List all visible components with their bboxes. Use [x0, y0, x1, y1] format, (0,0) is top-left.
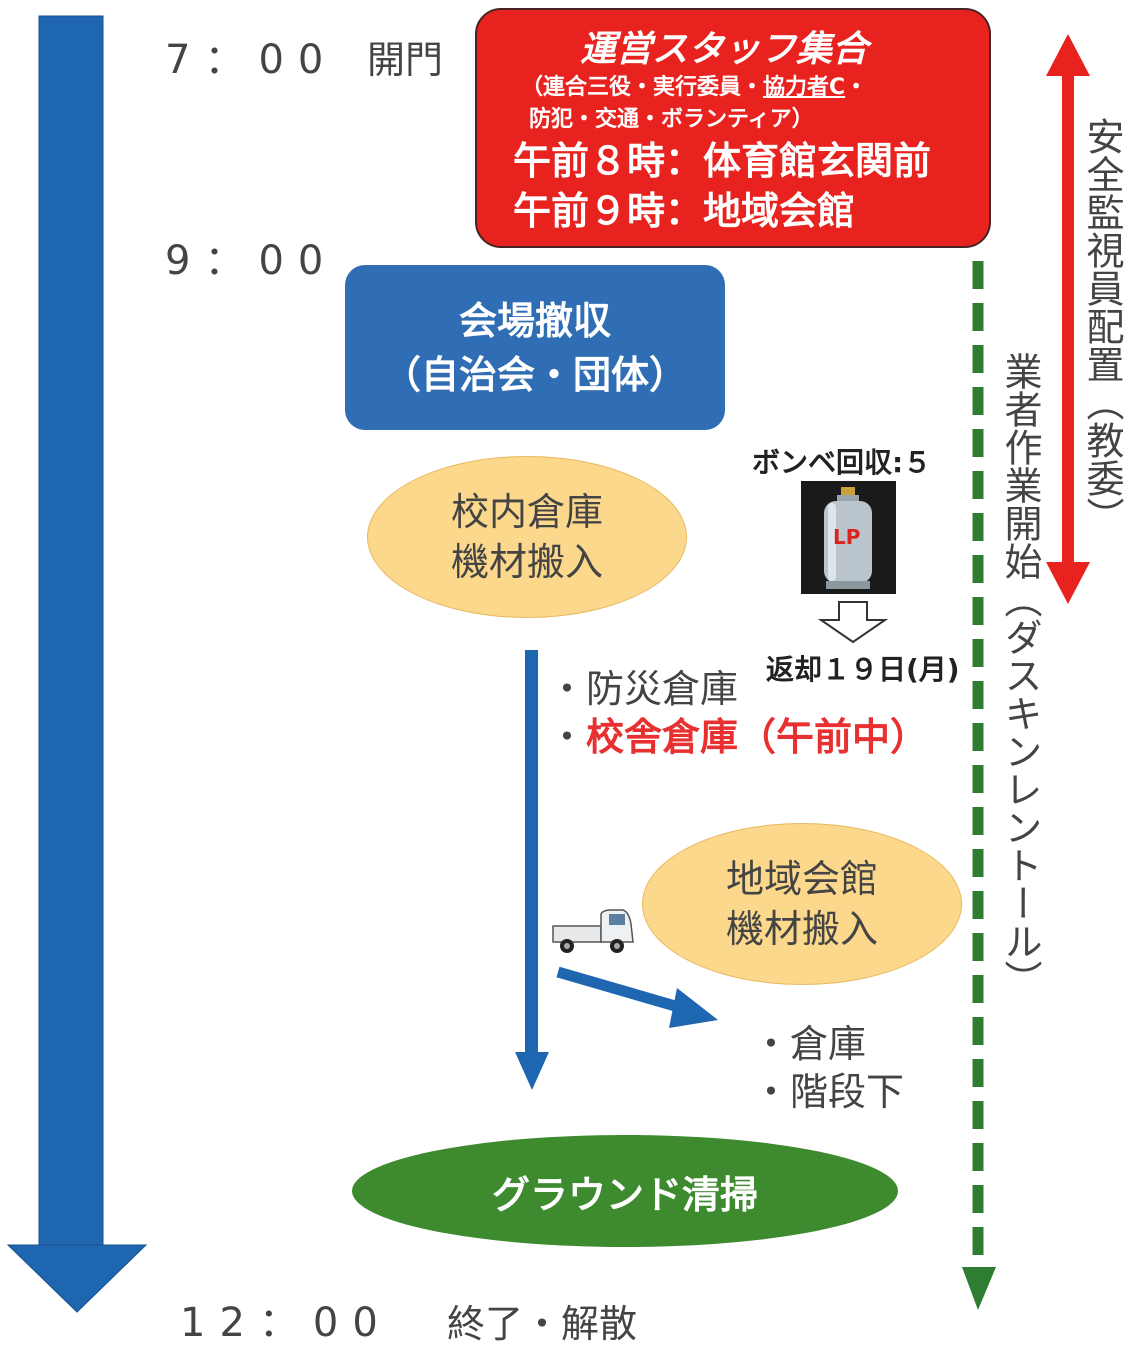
- truck-icon: [552, 909, 634, 953]
- contractor-start-label: 業者作業開始（ダスキンレントール）: [998, 352, 1042, 998]
- staff-roles-line2: 防犯・交通・ボランティア）: [529, 107, 814, 132]
- safety-double-arrow: [1046, 34, 1090, 604]
- safety-monitor-label: 安全監視員配置（教委）: [1080, 117, 1124, 535]
- timeline-arrow: [6, 15, 148, 1313]
- school-warehouse-subtitle: 機材搬入: [450, 540, 603, 584]
- staff-assembly-title: 運営スタッフ集合: [579, 29, 868, 70]
- venue-teardown-groups: （自治会・団体）: [382, 352, 687, 397]
- gas-collect-label: ボンベ回収:５: [752, 446, 932, 479]
- staff-roles-line1: （連合三役・実行委員・協力者C・: [521, 75, 868, 100]
- venue-teardown-box: 会場撤収 （自治会・団体）: [345, 265, 725, 430]
- time-0700: 7：00: [165, 37, 338, 83]
- open-gate-label: 開門: [367, 38, 444, 82]
- lp-label: LP: [833, 525, 861, 549]
- community-hall-title: 地域会館: [725, 857, 878, 901]
- gas-cylinder-image: LP: [801, 481, 896, 594]
- hall-assembly-line: 午前９時：地域会館: [513, 189, 856, 233]
- community-hall-oval: 地域会館 機材搬入: [642, 823, 962, 985]
- contractor-dashed-arrow: [962, 261, 996, 1310]
- time-0900: 9：00: [165, 238, 338, 284]
- disaster-warehouse-item: ・防災倉庫: [548, 667, 739, 711]
- community-hall-subtitle: 機材搬入: [725, 907, 878, 951]
- ground-cleaning-oval: グラウンド清掃: [352, 1135, 898, 1247]
- ground-cleaning-label: グラウンド清掃: [491, 1172, 758, 1217]
- gym-assembly-line: 午前８時：体育館玄関前: [513, 139, 932, 183]
- staff-assembly-box: 運営スタッフ集合 （連合三役・実行委員・協力者C・ 防犯・交通・ボランティア） …: [475, 8, 991, 248]
- under-stairs-item: ・階段下: [752, 1070, 905, 1114]
- school-warehouse-oval: 校内倉庫 機材搬入: [367, 456, 687, 618]
- venue-teardown-title: 会場撤収: [458, 298, 611, 343]
- school-warehouse-item: ・校舎倉庫（午前中）: [548, 715, 929, 759]
- gas-return-label: 返却１９日(月): [766, 653, 960, 686]
- storage-item: ・倉庫: [752, 1022, 867, 1066]
- school-warehouse-title: 校内倉庫: [450, 490, 603, 534]
- gas-return-arrow-icon: [817, 601, 889, 644]
